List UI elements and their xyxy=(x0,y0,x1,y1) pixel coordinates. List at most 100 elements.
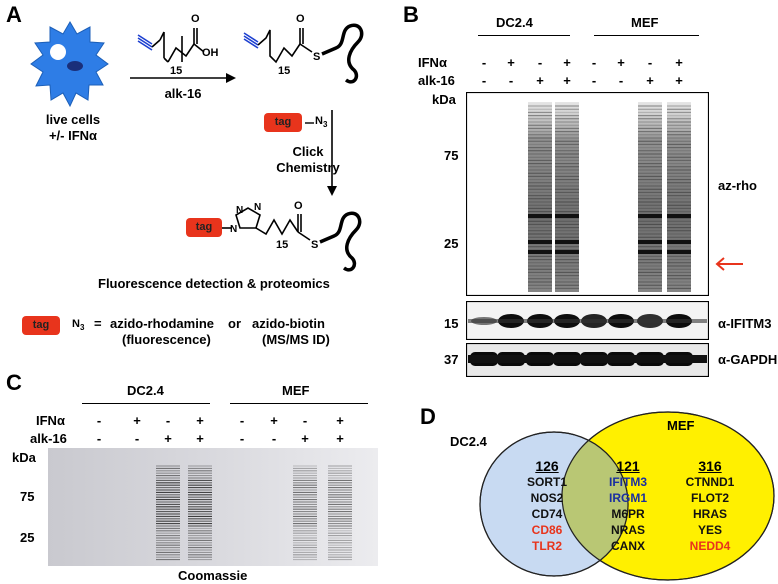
gene-tlr2: TLR2 xyxy=(532,539,562,553)
gene-canx: CANX xyxy=(610,539,645,553)
panel-b-alk-lane-2: - xyxy=(508,73,514,88)
panel-c-ifn-label: IFNα xyxy=(36,413,65,428)
panel-b-ifn-label: IFNα xyxy=(418,55,447,70)
gene-sort1: SORT1 xyxy=(526,475,567,489)
azrho-blot xyxy=(466,92,709,296)
detection-label: Fluorescence detection & proteomics xyxy=(98,276,330,291)
panel-b-alk-lane-8: + xyxy=(675,73,683,88)
alk16-hydroxyl-label: OH xyxy=(202,47,219,59)
panel-c-group-dc24: DC2.4 xyxy=(127,383,164,398)
probe1-label: azido-rhodamine xyxy=(110,316,215,331)
triazole-product-structure xyxy=(222,207,362,272)
panel-b-alk-lane-3: + xyxy=(536,73,544,88)
gene-m6pr: M6PR xyxy=(611,507,645,521)
azrho-lane-7 xyxy=(638,102,662,292)
panel-b-ifn-lane-7: - xyxy=(647,55,653,70)
gene-irgm1: IRGM1 xyxy=(608,491,647,505)
panel-b-marker-25: 25 xyxy=(444,236,459,251)
product-sulfur-label: S xyxy=(311,239,318,251)
triazole-n3: N xyxy=(254,202,261,213)
azrho-lane-4 xyxy=(555,102,579,292)
panel-b-marker-37: 37 xyxy=(444,352,459,367)
panel-c-group-mef: MEF xyxy=(282,383,310,398)
coomassie-caption: Coomassie xyxy=(178,568,248,583)
panel-a-letter: A xyxy=(6,2,22,27)
panel-c-ifn-lane-3: - xyxy=(165,413,171,428)
gene-nos2: NOS2 xyxy=(530,491,564,505)
coomassie-lane-7 xyxy=(293,465,317,561)
reagent-label: alk-16 xyxy=(165,86,202,101)
gapdh-blot xyxy=(466,343,709,377)
ifitm3-label: α-IFITM3 xyxy=(718,316,772,331)
cell-vesicle-icon xyxy=(50,44,66,60)
tag-badge-legend: tag xyxy=(22,316,60,335)
arrowhead-down-icon xyxy=(327,186,337,196)
panel-b-alk-lane-6: - xyxy=(618,73,624,88)
gene-nedd4: NEDD4 xyxy=(689,539,731,553)
product-chain-length: 15 xyxy=(276,239,288,251)
panel-c-marker-75: 75 xyxy=(20,489,35,504)
panel-d-letter: D xyxy=(420,404,436,429)
gene-cd74: CD74 xyxy=(531,507,563,521)
gapdh-label: α-GAPDH xyxy=(718,352,778,367)
venn-right-count: 316 xyxy=(698,458,722,474)
panel-b-kda-label: kDa xyxy=(432,92,456,107)
panel-b-alk-label: alk-16 xyxy=(418,73,455,88)
ifitm3-arrow-icon xyxy=(715,257,743,271)
panel-c-kda-label: kDa xyxy=(12,450,36,465)
panel-c-ifn-lane-2: + xyxy=(133,413,141,428)
panel-c-alk-lane-3: + xyxy=(164,431,172,446)
panel-c-marker-25: 25 xyxy=(20,530,35,545)
probe2-label: azido-biotin xyxy=(252,316,325,331)
triazole-n2: N xyxy=(236,205,243,216)
alk16-chain-length: 15 xyxy=(170,65,182,77)
panel-b-ifn-lane-1: - xyxy=(481,55,487,70)
legend-or: or xyxy=(228,316,241,331)
panel-b-ifn-lane-4: + xyxy=(563,55,571,70)
venn-overlap-count: 121 xyxy=(616,458,640,474)
panel-b-group-mef: MEF xyxy=(631,15,659,30)
probe2-use: (MS/MS ID) xyxy=(262,332,330,347)
panel-c-alk-lane-8: + xyxy=(336,431,344,446)
gene-hras: HRAS xyxy=(692,507,727,521)
gene-nras: NRAS xyxy=(610,523,645,537)
arrowhead-right-icon xyxy=(226,73,236,83)
venn-mef-label: MEF xyxy=(667,418,695,433)
panel-b-ifn-lane-6: + xyxy=(617,55,625,70)
panel-b-group-dc24: DC2.4 xyxy=(496,15,533,30)
panel-c-alk-lane-4: + xyxy=(196,431,204,446)
panel-c-alk-lane-7: + xyxy=(301,431,309,446)
panel-c-ifn-lane-5: - xyxy=(239,413,245,428)
protein-chain-length: 15 xyxy=(278,65,290,77)
panel-b-marker-15: 15 xyxy=(444,316,459,331)
azrho-lane-8 xyxy=(667,102,691,292)
panel-b-ifn-lane-2: + xyxy=(507,55,515,70)
panel-c-alk-label: alk-16 xyxy=(30,431,67,446)
panel-b-alk-lane-1: - xyxy=(481,73,487,88)
ifn-condition-label: +/- IFNα xyxy=(48,128,98,143)
panel-c-ifn-lane-1: - xyxy=(96,413,102,428)
live-cells-label: live cells xyxy=(45,112,101,127)
panel-b-alk-lane-5: - xyxy=(591,73,597,88)
coomassie-lane-4 xyxy=(188,465,212,561)
panel-b-ifn-lane-5: - xyxy=(591,55,597,70)
panel-b-letter: B xyxy=(403,2,419,27)
venn-diagram xyxy=(479,411,775,581)
azrho-lane-3 xyxy=(528,102,552,292)
panel-c-alk-lane-6: - xyxy=(271,431,277,446)
gene-ctnnd1: CTNND1 xyxy=(685,475,735,489)
protein-sulfur-label: S xyxy=(313,51,320,63)
panel-c-ifn-lane-8: + xyxy=(336,413,344,428)
legend-equals: = xyxy=(94,316,102,331)
panel-b-ifn-lane-3: - xyxy=(537,55,543,70)
panel-c-dc24-bracket xyxy=(82,403,210,404)
panel-b-ifn-lane-8: + xyxy=(675,55,683,70)
click-line2: Chemistry xyxy=(276,160,340,175)
protein-oxygen-label: O xyxy=(296,13,305,25)
product-oxygen-label: O xyxy=(294,200,303,212)
panel-b-alk-lane-7: + xyxy=(646,73,654,88)
ifitm3-blot xyxy=(466,301,709,340)
